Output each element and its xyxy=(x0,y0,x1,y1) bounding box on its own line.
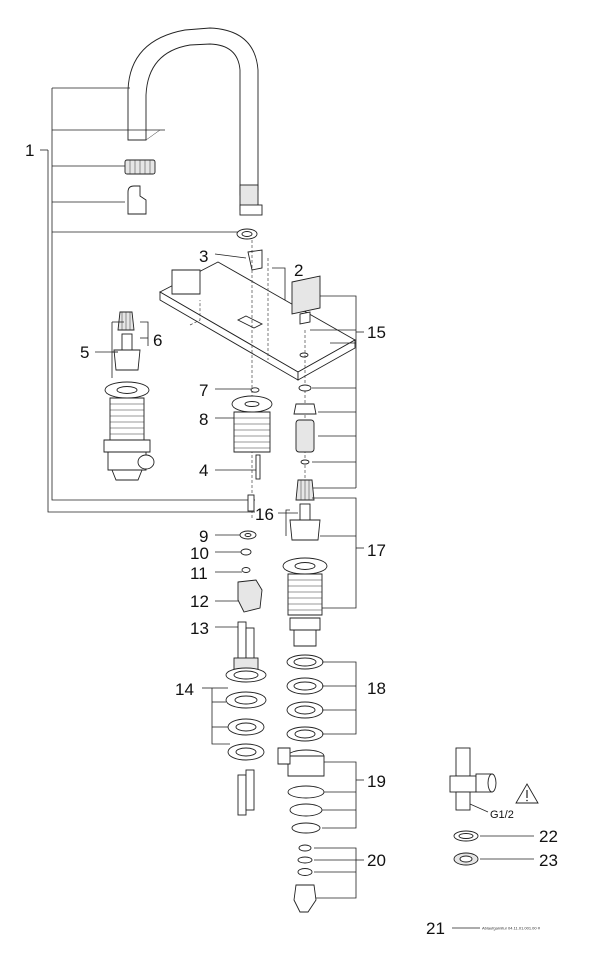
label-19: 19 xyxy=(367,772,386,791)
right-valve xyxy=(282,479,328,647)
label-11: 11 xyxy=(190,564,208,583)
bracket-1 xyxy=(40,87,255,513)
label-7: 7 xyxy=(199,381,208,400)
label-3: 3 xyxy=(199,247,208,266)
left-valve xyxy=(103,311,155,481)
label-2: 2 xyxy=(294,261,303,280)
label-17: 17 xyxy=(367,541,386,560)
label-22: 22 xyxy=(539,827,558,846)
label-21: 21 xyxy=(426,919,445,938)
handle xyxy=(291,275,321,325)
label-8: 8 xyxy=(199,410,208,429)
hose-assembly xyxy=(233,621,259,816)
label-16: 16 xyxy=(255,505,274,524)
label-6: 6 xyxy=(153,331,162,350)
warning-triangle-icon xyxy=(515,783,539,804)
label-15: 15 xyxy=(367,323,386,342)
nut-12 xyxy=(237,579,263,613)
label-12: 12 xyxy=(190,592,209,611)
label-18: 18 xyxy=(367,679,386,698)
label-13: 13 xyxy=(190,619,209,638)
mixer-body xyxy=(277,747,325,834)
center-sleeve xyxy=(231,395,273,453)
spout xyxy=(127,27,263,216)
label-10: 10 xyxy=(190,544,209,563)
footer-code: Ablaufgarnitur 04.11.01.001.00 # xyxy=(482,926,541,931)
label-4: 4 xyxy=(199,461,208,480)
label-5: 5 xyxy=(80,343,89,362)
aerator xyxy=(124,159,156,215)
label-1: 1 xyxy=(25,141,34,160)
label-20: 20 xyxy=(367,851,386,870)
fitting-size-label: G1/2 xyxy=(490,809,514,821)
label-14: 14 xyxy=(175,680,194,699)
base-plate xyxy=(159,261,356,381)
label-9: 9 xyxy=(199,527,208,546)
angle-valve-inset xyxy=(449,747,497,813)
label-23: 23 xyxy=(539,851,558,870)
part-labels: 1 2 3 4 5 6 7 8 9 10 11 12 13 14 15 16 1… xyxy=(25,141,558,938)
